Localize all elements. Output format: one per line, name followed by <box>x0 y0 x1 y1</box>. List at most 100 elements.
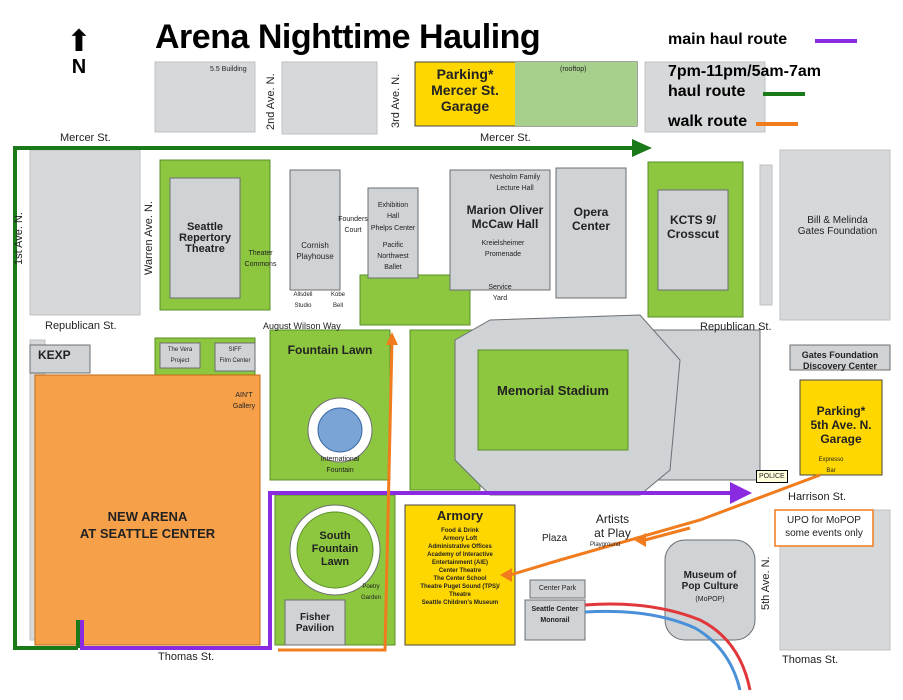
north-indicator: ⬆ N <box>64 25 94 84</box>
north-arrow-icon: ⬆ <box>66 25 92 58</box>
label-monorail: Seattle Center Monorail <box>531 606 579 624</box>
label-upo-note: UPO for MoPOP some events only <box>785 515 863 539</box>
monorail-blue <box>584 609 742 691</box>
label-phelps: Phelps Center <box>370 225 416 232</box>
street-mercer-west: Mercer St. <box>60 132 111 144</box>
bldg-mccaw <box>449 169 551 291</box>
street-thomas-west: Thomas St. <box>158 651 215 663</box>
label-fountain-lawn: Fountain Lawn <box>287 343 373 357</box>
label-playground: Playground <box>590 542 621 548</box>
bldg-center-park <box>529 579 586 599</box>
label-new-arena: NEW ARENA AT SEATTLE CENTER <box>79 509 216 541</box>
stadium-field <box>477 349 629 451</box>
street-2nd-ave: 2nd Ave. N. <box>265 73 277 130</box>
label-police: POLICE <box>756 470 788 483</box>
label-seattle-rep: Seattle Repertory Theatre <box>179 221 231 255</box>
south-lawn-inner <box>296 511 374 589</box>
legend-main-haul-swatch <box>815 39 857 43</box>
label-armory: Armory <box>436 508 484 523</box>
block-east <box>779 149 891 321</box>
parking-mercer-roof <box>515 62 637 126</box>
label-artists: Artists at Play <box>594 512 631 540</box>
street-republican-west: Republican St. <box>45 320 117 332</box>
legend-walk-label: walk route <box>668 113 748 130</box>
upo-box <box>774 509 874 547</box>
label-service-yard: Service Yard <box>488 284 512 302</box>
haul-arrow <box>632 139 652 157</box>
label-gates-discovery: Gates Foundation Discovery Center <box>801 350 879 371</box>
legend-walk-swatch <box>756 122 798 126</box>
legend-timed-label-2: haul route <box>668 83 746 100</box>
label-kcts: KCTS 9/ Crosscut <box>666 213 719 241</box>
block-bottom <box>0 660 903 700</box>
street-thomas-east: Thomas St. <box>782 654 839 666</box>
bldg-vera <box>159 342 201 369</box>
label-center-park: Center Park <box>538 585 577 592</box>
label-kobe-bell: Kobe Bell <box>330 292 345 309</box>
block-top-2nd <box>281 61 378 135</box>
block-top-right <box>644 61 766 133</box>
legend-timed-label-1: 7pm-11pm/5am-7am <box>668 63 821 80</box>
label-building-55: 5.5 Building <box>210 66 247 73</box>
label-plaza: Plaza <box>542 533 568 544</box>
label-vera: The Vera Project <box>167 347 193 364</box>
legend-timed-swatch <box>763 92 805 96</box>
label-opera: Opera Center <box>571 205 610 233</box>
label-cornish: Cornish Playhouse <box>296 241 334 261</box>
label-armory-details: Food & Drink Armory Loft Administrative … <box>420 528 500 606</box>
label-parking-5th: Parking* 5th Ave. N. Garage <box>810 404 872 446</box>
label-mopop-abbr: (MoPOP) <box>695 596 725 603</box>
north-label: N <box>71 56 87 78</box>
bldg-opera <box>555 167 627 299</box>
street-republican-east: Republican St. <box>700 321 772 333</box>
label-intl-fountain: International Fountain <box>320 456 360 474</box>
parking-5th-shape <box>799 379 883 476</box>
haul-route-green <box>13 146 640 650</box>
walk-arrow-up <box>386 332 398 345</box>
bldg-fisher <box>284 599 346 646</box>
block-ne-corner <box>759 164 773 306</box>
label-kexp: KEXP <box>38 348 71 362</box>
label-exhibition-hall: Exhibition Hall <box>377 202 409 220</box>
street-august-wilson: August Wilson Way <box>263 321 341 331</box>
label-fisher: Fisher Pavilion <box>295 612 335 634</box>
walk-route <box>278 339 394 652</box>
label-mccaw: Marion Oliver McCaw Hall <box>466 203 544 231</box>
label-siff: SIFF Film Center <box>219 347 251 364</box>
bldg-exhibition <box>367 187 419 279</box>
label-kreielsheimer: Kreielsheimer Promenade <box>481 240 525 258</box>
label-expresso: Expresso Bar <box>818 457 844 474</box>
street-5th-ave: 5th Ave. N. <box>760 556 772 610</box>
street-3rd-ave: 3rd Ave. N. <box>390 73 402 128</box>
label-nesholm: Nesholm Family Lecture Hall <box>489 174 541 192</box>
label-mopop: Museum of Pop Culture <box>681 570 739 592</box>
label-poetry-garden: Poetry Garden <box>360 584 381 601</box>
label-parking-mercer: Parking* Mercer St. Garage <box>431 66 499 114</box>
bldg-kexp <box>29 344 91 374</box>
main-haul-arrow <box>730 482 752 504</box>
bldg-gates-disc <box>789 344 891 371</box>
label-memorial-stadium: Memorial Stadium <box>497 383 609 398</box>
walk-route-3 <box>644 526 691 542</box>
main-haul-purple <box>80 491 740 650</box>
street-1st-ave: 1st Ave. N. <box>13 212 25 265</box>
label-theater-commons: Theater Commons <box>244 250 277 268</box>
label-gates: Bill & Melinda Gates Foundation <box>797 215 878 237</box>
label-parking-mercer-note: (rooftop) <box>560 66 587 73</box>
street-warren-ave: Warren Ave. N. <box>143 201 155 275</box>
street-mercer-east: Mercer St. <box>480 132 531 144</box>
bldg-monorail <box>524 599 586 641</box>
armory-shape <box>404 504 516 646</box>
street-harrison: Harrison St. <box>788 491 847 503</box>
legend-main-haul-label: main haul route <box>668 31 788 48</box>
new-arena-shape <box>34 374 261 646</box>
bldg-siff <box>214 342 256 372</box>
walk-arrow-artists <box>634 533 646 547</box>
label-founders-court: Founders Court <box>338 216 368 234</box>
block-top-left <box>154 61 256 133</box>
walk-route-2 <box>509 473 821 577</box>
bldg-kcts <box>657 189 729 291</box>
walk-arrow-left <box>500 568 512 582</box>
label-allsdell: Allsdell Studio <box>293 292 313 309</box>
